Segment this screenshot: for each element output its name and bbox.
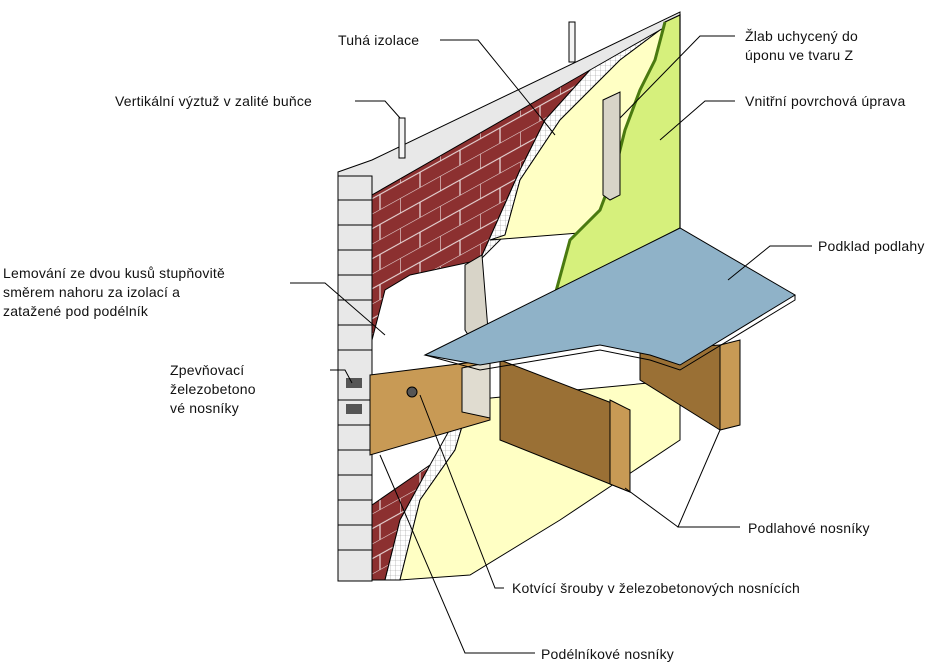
floor-joist-2-end bbox=[719, 339, 741, 431]
z-furring-channel bbox=[602, 91, 621, 201]
subfloor-edge bbox=[424, 295, 796, 371]
label-line: Žlab uchycený do bbox=[745, 28, 858, 44]
label-vertical-rebar: Vertikální výztuž v zalité buňce bbox=[115, 93, 313, 109]
label-z-furring: Žlab uchycený do úponu ve tvaru Z bbox=[745, 27, 858, 65]
label-ledger: Podélníkové nosníky bbox=[541, 646, 674, 662]
label-line: zatažené pod podélník bbox=[3, 303, 149, 319]
vertical-rebar bbox=[398, 117, 406, 159]
label-rigid-insulation: Tuhá izolace bbox=[338, 32, 420, 48]
subfloor-plate bbox=[423, 227, 796, 366]
label-anchor-bolts: Kotvící šrouby v železobetonových nosníc… bbox=[512, 580, 800, 596]
vertical-rebar-2 bbox=[568, 21, 576, 63]
label-interior-finish: Vnitřní povrchová úprava bbox=[745, 93, 906, 109]
label-flashing: Lemování ze dvou kusů stupňovitě směrem … bbox=[3, 264, 225, 321]
label-line: směrem nahoru za izolací a bbox=[3, 284, 181, 300]
label-line: úponu ve tvaru Z bbox=[745, 47, 854, 63]
label-line: Zpevňovací bbox=[170, 362, 245, 378]
floor-joist-end bbox=[609, 399, 631, 493]
anchor-bolt bbox=[406, 386, 418, 398]
leader-lines bbox=[290, 35, 812, 654]
ledger-plate bbox=[461, 361, 491, 419]
label-bond-beams: Zpevňovací železobetono vé nosníky bbox=[170, 361, 256, 418]
label-floor-joists: Podlahové nosníky bbox=[748, 520, 870, 536]
masonry-block-column bbox=[337, 175, 373, 582]
label-line: železobetono bbox=[170, 381, 256, 397]
label-subfloor: Podklad podlahy bbox=[818, 238, 925, 254]
label-line: Lemování ze dvou kusů stupňovitě bbox=[3, 265, 225, 281]
label-line: vé nosníky bbox=[170, 400, 239, 416]
ledger-board bbox=[369, 359, 491, 456]
